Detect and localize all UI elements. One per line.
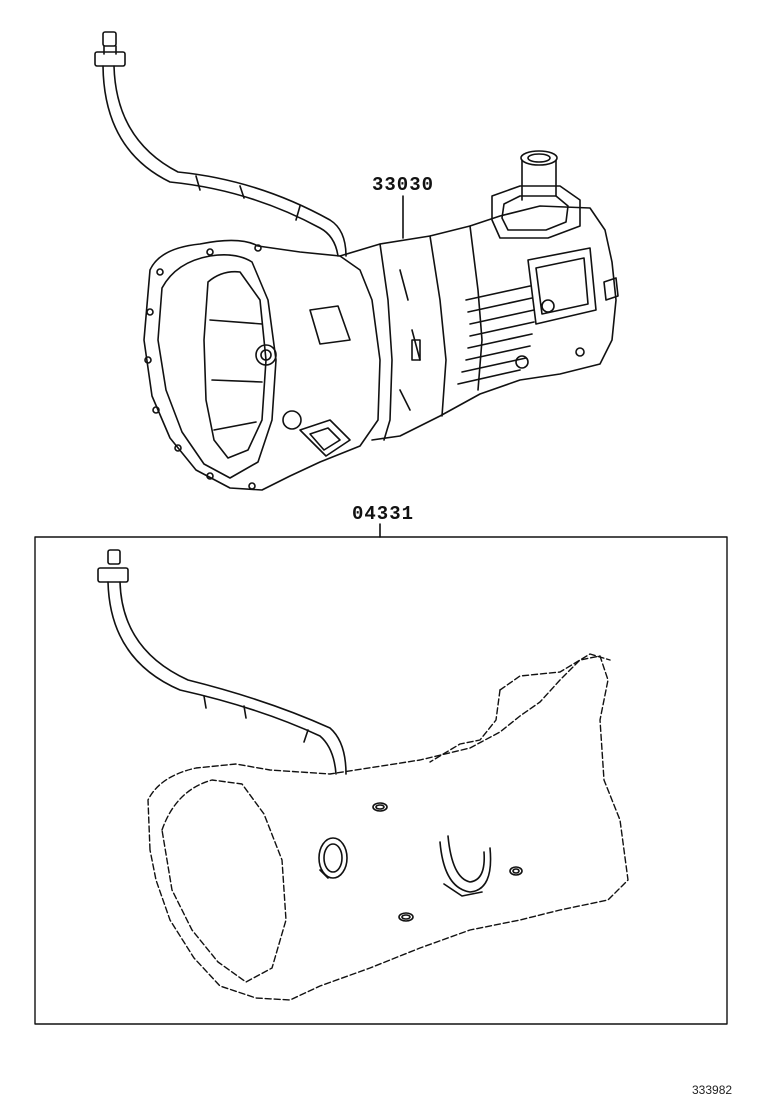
horseshoe-gasket xyxy=(439,835,492,897)
breather-hose xyxy=(94,31,347,257)
phantom-transmission-outline xyxy=(147,653,629,1001)
transmission-case xyxy=(339,150,619,441)
oil-seal-front xyxy=(318,837,348,879)
part-number-overhaul-gasket-kit: 04331 xyxy=(352,503,415,525)
transmission-assembly-drawing xyxy=(94,31,619,491)
gasket-ring-small-b xyxy=(398,912,414,922)
part-number-transmission-assembly: 33030 xyxy=(372,174,435,196)
gasket-ring-small-c xyxy=(509,866,523,876)
diagram-id: 333982 xyxy=(692,1083,733,1097)
gasket-ring-small-a xyxy=(372,802,388,812)
gasket-kit-box xyxy=(34,523,728,1025)
breather-hose-kit xyxy=(97,549,347,775)
bell-housing xyxy=(143,239,381,491)
